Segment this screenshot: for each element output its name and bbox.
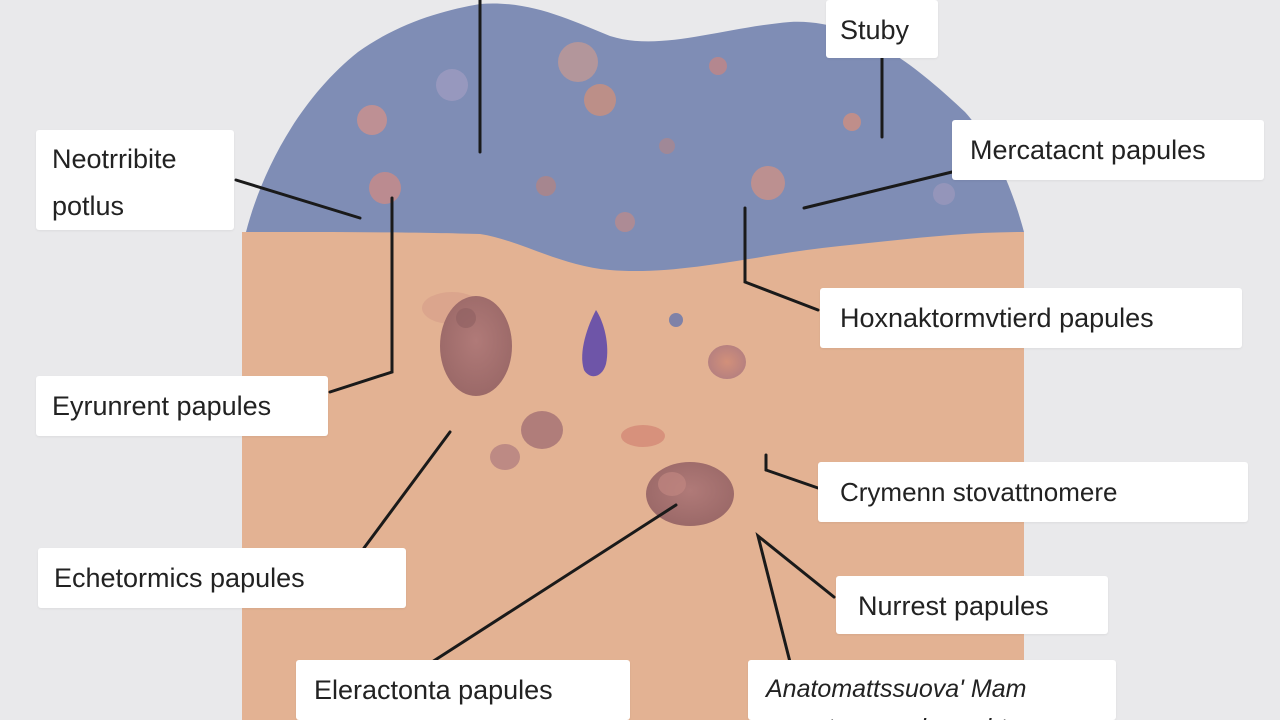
skin-lesion-icon xyxy=(536,176,556,196)
label-study-text: Stuby xyxy=(840,15,910,45)
label-echetormics: Echetormics papules xyxy=(38,548,406,608)
skin-lesion-icon xyxy=(615,212,635,232)
leader-line-merctracnt xyxy=(802,170,954,210)
skin-lesion-icon xyxy=(621,425,665,447)
label-eyrunrent-text: Eyrunrent papules xyxy=(52,391,272,421)
skin-lesion-icon xyxy=(558,42,598,82)
label-anatomatts-line2: mcuatuaraneda vacht xyxy=(766,709,1116,720)
label-hoxnaktormvtierd: Hoxnaktormvtierd papules xyxy=(820,288,1242,348)
skin-lesion-icon xyxy=(933,183,955,205)
skin-lesion-icon xyxy=(751,166,785,200)
label-cryment-text: Crymenn stovattnomere xyxy=(840,477,1118,507)
leader-line-eyrunrent xyxy=(328,196,394,394)
label-merctracnt-text: Mercatacnt papules xyxy=(970,135,1206,165)
leader-line-nurrest xyxy=(755,532,836,664)
leader-line-elevactonta xyxy=(430,503,678,664)
label-nurrest: Nurrest papules xyxy=(836,576,1108,634)
skin-lesion-icon xyxy=(843,113,861,131)
skin-lesion-icon xyxy=(436,69,468,101)
skin-lesion-icon xyxy=(708,345,746,379)
leader-line-cryment-b xyxy=(764,468,820,490)
skin-lesion-icon xyxy=(456,308,476,328)
label-neotrribite: Neotrribite potlus xyxy=(36,130,234,230)
label-anatomatts-line1: Anatomattssuova' Mam xyxy=(766,675,1027,703)
label-merctracnt: Mercatacnt papules xyxy=(952,120,1264,180)
dermis-layer xyxy=(242,232,1024,720)
skin-lesion-icon xyxy=(521,411,563,449)
skin-lesion-icon xyxy=(659,138,675,154)
skin-lesion-icon xyxy=(584,84,616,116)
label-echetormics-text: Echetormics papules xyxy=(54,563,305,593)
label-neotrribite-line1: Neotrribite xyxy=(52,144,177,174)
epidermis-layer xyxy=(246,3,1024,272)
label-study: Stuby xyxy=(826,0,938,58)
skin-lesion-icon xyxy=(357,105,387,135)
leader-line-hoxnaktormvtierd xyxy=(743,206,820,312)
label-eyrunrent: Eyrunrent papules xyxy=(36,376,328,436)
label-elevactonta: Eleractonta papules xyxy=(296,660,630,720)
skin-lesion-icon xyxy=(709,57,727,75)
label-elevactonta-text: Eleractonta papules xyxy=(314,675,553,705)
epidermis-spots xyxy=(357,42,955,232)
leader-line-echetormics xyxy=(362,430,452,550)
leader-line-neotrribite xyxy=(234,178,362,220)
skin-lesion-icon xyxy=(369,172,401,204)
purple-vessel-icon xyxy=(582,310,608,377)
leader-lines xyxy=(234,0,954,664)
skin-lesion-icon xyxy=(440,296,512,396)
label-cryment: Crymenn stovattnomere xyxy=(818,462,1248,522)
label-nurrest-text: Nurrest papules xyxy=(858,591,1049,621)
label-neotrribite-line2: potlus xyxy=(52,191,125,222)
label-anatomatts: Anatomattssuova' Mam mcuatuaraneda vacht xyxy=(748,660,1116,720)
skin-lesion-icon xyxy=(669,313,683,327)
skin-lesion-icon xyxy=(490,444,520,470)
label-hoxnaktormvtierd-text: Hoxnaktormvtierd papules xyxy=(840,303,1154,333)
skin-lesion-icon xyxy=(658,472,686,496)
